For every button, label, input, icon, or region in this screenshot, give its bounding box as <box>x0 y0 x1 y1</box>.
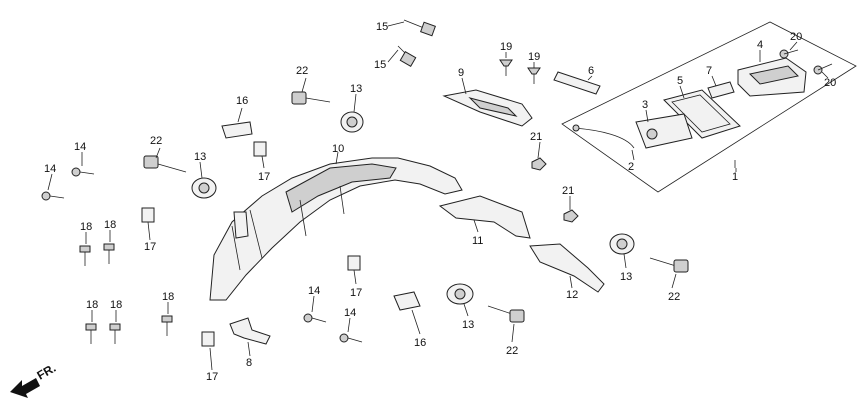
callout-16: 16 <box>236 95 248 107</box>
screw-part-18b <box>103 243 115 264</box>
screw-part-20b <box>813 63 833 75</box>
callout-11: 11 <box>472 235 483 247</box>
callout-1: 1 <box>732 171 738 183</box>
callout-22: 22 <box>296 65 308 77</box>
clip-part-17b <box>141 207 155 223</box>
screw-part-14c <box>303 313 327 323</box>
callout-17: 17 <box>144 241 156 253</box>
callout-21: 21 <box>530 131 542 143</box>
screw-part-18e <box>109 323 121 344</box>
nut-part-21b <box>563 209 579 223</box>
bolt-part-22d <box>487 305 525 323</box>
screw-part-14b <box>41 191 65 201</box>
callout-22: 22 <box>150 135 162 147</box>
lamp-gasket-part-5 <box>663 89 741 139</box>
bracket-part-7 <box>707 81 735 99</box>
callout-14: 14 <box>344 307 356 319</box>
assembly-outline-part-1 <box>561 21 857 193</box>
clip-part-17d <box>201 331 215 347</box>
bolt-part-15b <box>397 45 417 68</box>
screw-part-14a <box>71 167 95 177</box>
callout-6: 6 <box>588 65 594 77</box>
rear-fender-part-10 <box>209 157 463 301</box>
wire-harness-part-2 <box>572 124 635 149</box>
screw-part-14d <box>339 333 363 343</box>
callout-17: 17 <box>206 371 218 383</box>
callout-18: 18 <box>104 219 116 231</box>
license-light-lens-part-4 <box>737 57 807 97</box>
clip-part-16b <box>393 291 421 311</box>
callout-18: 18 <box>110 299 122 311</box>
nut-part-21a <box>531 157 547 171</box>
bracket-part-8 <box>229 317 271 345</box>
callout-14: 14 <box>74 141 86 153</box>
screw-part-18a <box>79 245 91 266</box>
callout-12: 12 <box>566 289 578 301</box>
callout-16: 16 <box>414 337 426 349</box>
callout-20: 20 <box>824 77 836 89</box>
bolt-part-22b <box>143 155 187 173</box>
clip-part-17a <box>253 141 267 157</box>
callout-20: 20 <box>790 31 802 43</box>
callout-17: 17 <box>350 287 362 299</box>
clip-part-17c <box>347 255 361 271</box>
callout-8: 8 <box>246 357 252 369</box>
screw-part-20a <box>779 49 799 59</box>
callout-19: 19 <box>528 51 540 63</box>
grommet-part-13c <box>609 233 635 255</box>
side-piece-part-12 <box>529 243 605 293</box>
bolt-part-22c <box>649 257 689 273</box>
callout-22: 22 <box>668 291 680 303</box>
bulb-socket-part-3 <box>635 113 693 149</box>
callout-18: 18 <box>80 221 92 233</box>
callout-9: 9 <box>458 67 464 79</box>
callout-13: 13 <box>462 319 474 331</box>
callout-22: 22 <box>506 345 518 357</box>
callout-15: 15 <box>376 21 388 33</box>
grommet-part-13b <box>191 177 217 199</box>
screw-part-19b <box>527 67 541 84</box>
callout-2: 2 <box>628 161 634 173</box>
callout-13: 13 <box>194 151 206 163</box>
plate-bracket-part-6 <box>553 71 601 95</box>
leader-lines <box>47 21 829 371</box>
grommet-part-13a <box>340 111 364 133</box>
callout-15: 15 <box>374 59 386 71</box>
front-direction-label: FR. <box>35 361 59 383</box>
callout-4: 4 <box>757 39 763 51</box>
callout-5: 5 <box>677 75 683 87</box>
screw-part-18c <box>161 315 173 336</box>
grommet-part-13d <box>446 283 474 305</box>
clip-part-16a <box>221 121 253 139</box>
side-piece-part-11 <box>438 195 531 239</box>
cover-part-9 <box>442 89 533 127</box>
front-direction-arrow-icon <box>10 378 40 398</box>
callout-21: 21 <box>562 185 574 197</box>
callout-13: 13 <box>350 83 362 95</box>
callout-10: 10 <box>332 143 344 155</box>
callout-3: 3 <box>642 99 648 111</box>
screw-part-19a <box>499 59 513 76</box>
screw-part-18d <box>85 323 97 344</box>
bolt-part-15a <box>403 19 436 37</box>
callout-17: 17 <box>258 171 270 183</box>
bolt-part-22a <box>291 91 331 105</box>
callout-14: 14 <box>308 285 320 297</box>
callout-18: 18 <box>86 299 98 311</box>
callout-13: 13 <box>620 271 632 283</box>
callout-18: 18 <box>162 291 174 303</box>
callout-19: 19 <box>500 41 512 53</box>
callout-7: 7 <box>706 65 712 77</box>
callout-14: 14 <box>44 163 56 175</box>
